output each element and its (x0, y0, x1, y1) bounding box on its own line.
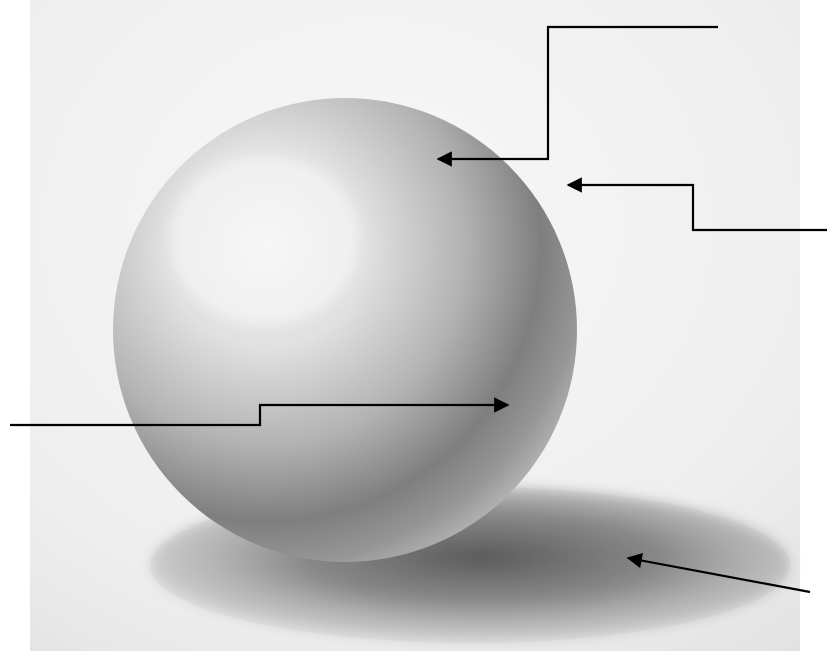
sphere (113, 98, 577, 562)
sphere-highlight (170, 155, 360, 325)
